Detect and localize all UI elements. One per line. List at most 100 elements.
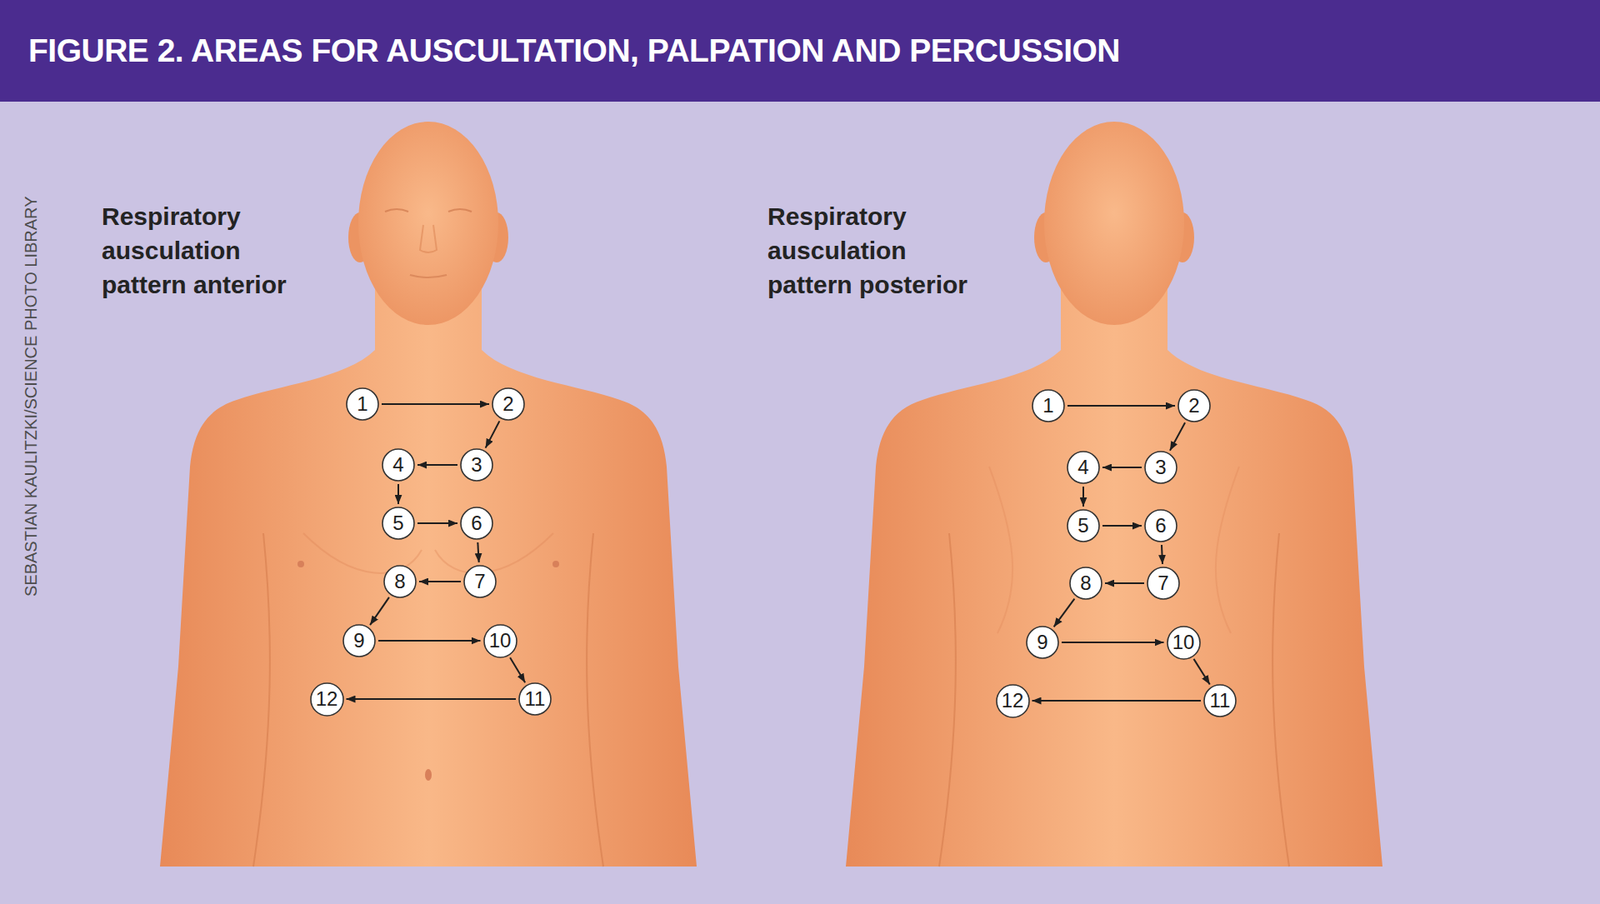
sequence-arrow — [397, 484, 400, 505]
auscultation-point: 5 — [1066, 509, 1100, 543]
point-circle-outline — [460, 507, 493, 540]
eyes — [385, 209, 472, 212]
auscultation-point: 10 — [483, 624, 518, 659]
callout-number: 5 — [1077, 515, 1089, 536]
torso-silhouette — [160, 275, 697, 867]
point-circle-outline — [996, 685, 1030, 718]
auscultation-point: 2 — [491, 387, 525, 421]
sequence-arrow — [346, 698, 517, 700]
point-circle-outline — [384, 565, 416, 598]
callout-number: 2 — [502, 394, 514, 415]
point-circle-outline — [1067, 451, 1100, 484]
sequence-arrow — [1105, 582, 1145, 585]
auscultation-point: 6 — [460, 506, 494, 540]
callout-number: 11 — [525, 689, 546, 710]
point-circle-outline — [346, 388, 379, 420]
sequence-arrow — [510, 657, 525, 683]
point-circle-outline — [464, 565, 496, 598]
point-circle-outline — [460, 449, 493, 481]
sequence-arrow — [1161, 545, 1163, 565]
view-heading: Respiratory ausculation pattern anterior — [101, 199, 317, 302]
sequence-arrow — [417, 464, 458, 466]
point-circle-outline — [1145, 451, 1177, 484]
callout-number: 3 — [1155, 457, 1166, 478]
nipple — [297, 560, 305, 568]
sequence-arrow — [1102, 466, 1142, 469]
callout-number: 9 — [353, 630, 365, 651]
label-text: SEBASTIAN KAULITZKI/SCIENCE PHOTO LIBRAR… — [21, 196, 40, 598]
callout-number: 9 — [1036, 632, 1048, 653]
nipple — [552, 560, 560, 568]
auscultation-point: 9 — [1025, 625, 1060, 660]
callout-number: 5 — [392, 513, 404, 534]
point-circle-outline — [382, 507, 415, 540]
callout-number: 10 — [489, 630, 512, 651]
point-circle-outline — [1145, 510, 1177, 542]
auscultation-point: 11 — [1203, 684, 1237, 718]
point-circle-outline — [1178, 390, 1210, 422]
auscultation-point: 8 — [383, 565, 417, 599]
navel — [425, 769, 432, 781]
point-circle-outline — [1070, 567, 1102, 600]
auscultation-point: 10 — [1166, 625, 1201, 660]
point-circle-outline — [492, 388, 525, 420]
sequence-arrow — [485, 420, 500, 448]
mouth — [410, 275, 447, 278]
auscultation-point: 1 — [1031, 389, 1065, 423]
callout-number: 11 — [1210, 690, 1231, 711]
callout-number: 3 — [470, 455, 482, 475]
point-circle-outline — [484, 625, 517, 658]
sequence-arrow — [1170, 422, 1185, 451]
callout-number: 4 — [392, 455, 404, 475]
chest-contour — [303, 533, 554, 574]
view-heading: Respiratory ausculation pattern posterio… — [767, 199, 983, 302]
sequence-arrow — [1067, 405, 1175, 407]
figure-title: FIGURE 2. AREAS FOR AUSCULTATION, PALPAT… — [28, 32, 1120, 70]
auscultation-point: 9 — [342, 624, 376, 658]
auscultation-point: 1 — [345, 387, 380, 421]
head — [1044, 121, 1185, 325]
point-circle-outline — [1026, 626, 1059, 659]
sequence-arrow — [370, 597, 390, 625]
sequence-arrow — [477, 542, 479, 563]
nose — [420, 225, 437, 253]
auscultation-point: 2 — [1177, 389, 1211, 423]
photo-credit: SEBASTIAN KAULITZKI/SCIENCE PHOTO LIBRAR… — [21, 196, 40, 598]
callout-number: 8 — [1080, 573, 1091, 594]
point-circle-outline — [1147, 567, 1180, 600]
label-text: Respiratory ausculation pattern posterio… — [767, 202, 968, 299]
sequence-arrow — [419, 580, 461, 583]
sequence-arrow — [1061, 641, 1165, 644]
callout-number: 7 — [474, 571, 485, 592]
callout-number: 6 — [1155, 515, 1166, 536]
callout-number: 10 — [1172, 632, 1195, 653]
point-circle-outline — [382, 449, 415, 481]
auscultation-point: 12 — [995, 684, 1030, 719]
sequence-arrow — [1102, 525, 1142, 527]
point-circle-outline — [519, 683, 551, 715]
auscultation-point: 8 — [1069, 566, 1103, 600]
point-circle-outline — [1067, 510, 1100, 542]
callout-number: 4 — [1077, 457, 1089, 478]
point-circle-outline — [1204, 685, 1236, 717]
auscultation-point: 5 — [381, 506, 415, 540]
shoulder-blade — [989, 466, 1240, 634]
auscultation-point: 4 — [1066, 450, 1100, 485]
callout-number: 12 — [315, 689, 339, 710]
auscultation-point: 11 — [518, 682, 552, 716]
auscultation-point: 4 — [381, 448, 415, 482]
callout-number: 2 — [1188, 395, 1200, 416]
callout-number: 7 — [1157, 573, 1169, 594]
auscultation-point: 6 — [1144, 509, 1178, 543]
arm-edge — [939, 533, 956, 867]
auscultation-point: 7 — [1146, 566, 1180, 600]
back-silhouette — [845, 275, 1383, 867]
head — [358, 121, 499, 325]
auscultation-point: 7 — [463, 565, 497, 599]
title-bar: FIGURE 2. AREAS FOR AUSCULTATION, PALPAT… — [0, 0, 1600, 102]
sequence-arrow — [1194, 659, 1210, 685]
callout-number: 12 — [1001, 690, 1025, 711]
